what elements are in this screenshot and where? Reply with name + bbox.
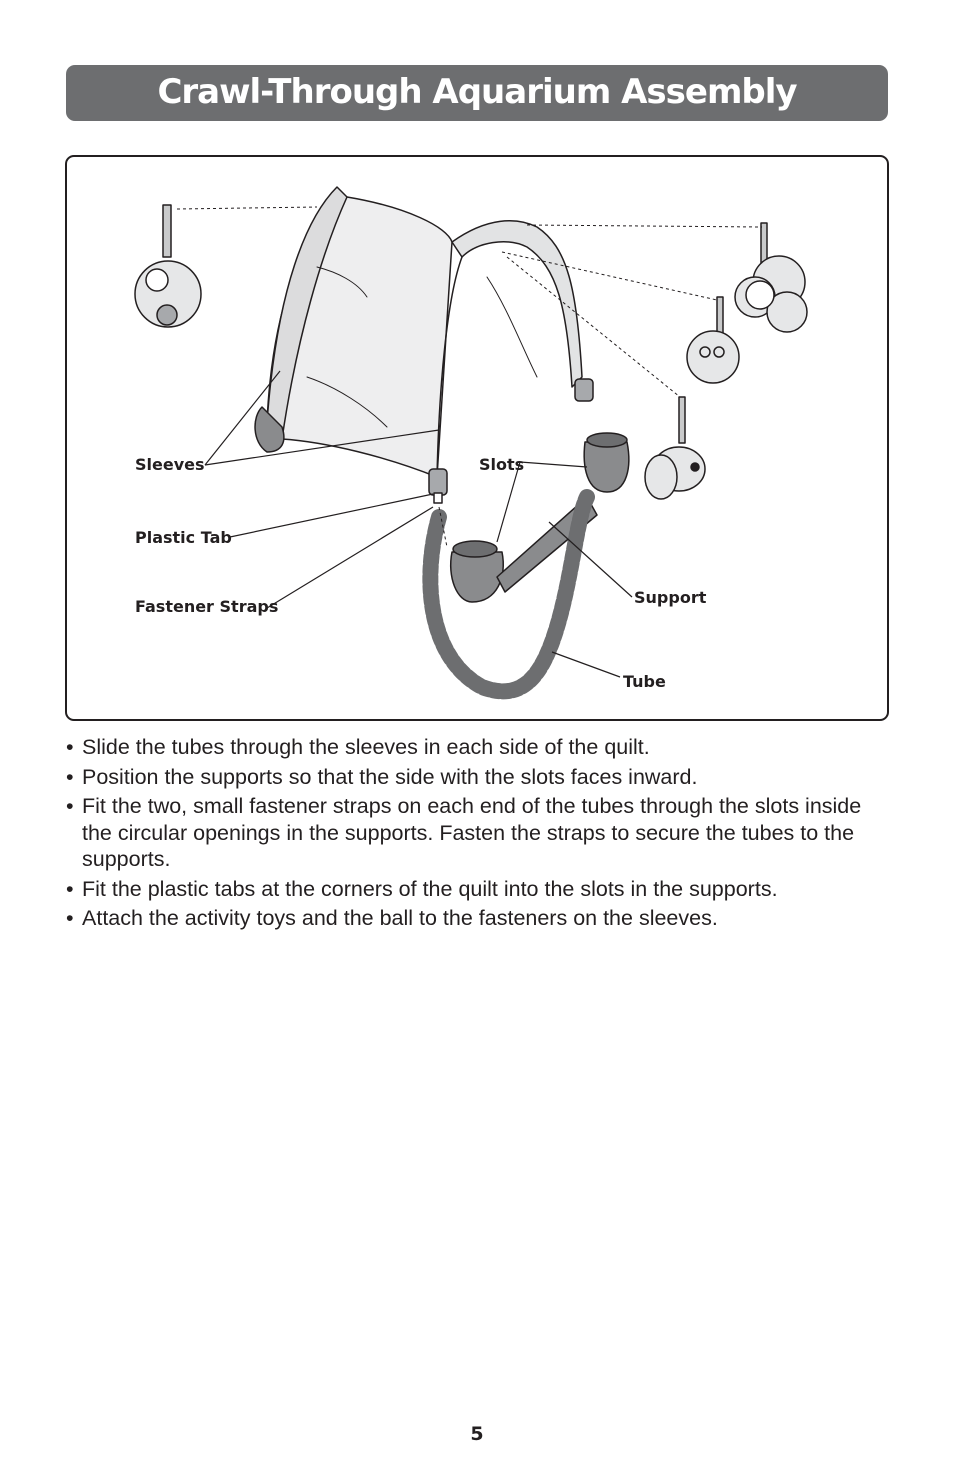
instruction-item: •Fit the plastic tabs at the corners of … <box>66 876 778 901</box>
page-title: Crawl-Through Aquarium Assembly <box>157 72 797 112</box>
round-toy-icon <box>686 296 740 384</box>
page-number: 5 <box>470 1423 484 1445</box>
support-label: Support <box>634 588 707 607</box>
tube-icon <box>422 489 595 700</box>
tube-label: Tube <box>623 672 666 691</box>
instruction-item: •Position the supports so that the side … <box>66 764 698 789</box>
plastic-tab-icon <box>428 468 448 504</box>
bullet-icon: • <box>66 735 74 759</box>
title-bar: Crawl-Through Aquarium Assembly <box>66 65 888 121</box>
slots-label: Slots <box>479 455 525 474</box>
assembly-drawing <box>134 186 808 700</box>
sleeves-label: Sleeves <box>135 455 205 474</box>
bullet-icon: • <box>66 794 74 818</box>
right-tube-end-icon <box>574 378 594 402</box>
instruction-item: •Slide the tubes through the sleeves in … <box>66 735 650 759</box>
bullet-icon: • <box>66 876 74 901</box>
bullet-icon: • <box>66 906 74 930</box>
bullet-icon: • <box>66 764 74 789</box>
support-icon <box>450 432 630 603</box>
flower-toy-icon <box>734 222 808 333</box>
instruction-item: •Fit the two, small fastener straps on e… <box>66 794 862 871</box>
plastic-tab-label: Plastic Tab <box>135 528 232 547</box>
left-end-cap-icon <box>254 406 285 453</box>
instruction-item: •Attach the activity toys and the ball t… <box>66 906 718 930</box>
instruction-list: •Slide the tubes through the sleeves in … <box>66 734 866 935</box>
assembly-illustration: Sleeves Slots Plastic Tab Fastener Strap… <box>65 155 889 721</box>
fastener-straps-label: Fastener Straps <box>135 597 279 616</box>
fish-toy-icon <box>644 396 706 500</box>
quilt-canopy-icon <box>266 186 583 478</box>
ball-toy-icon <box>134 204 202 328</box>
